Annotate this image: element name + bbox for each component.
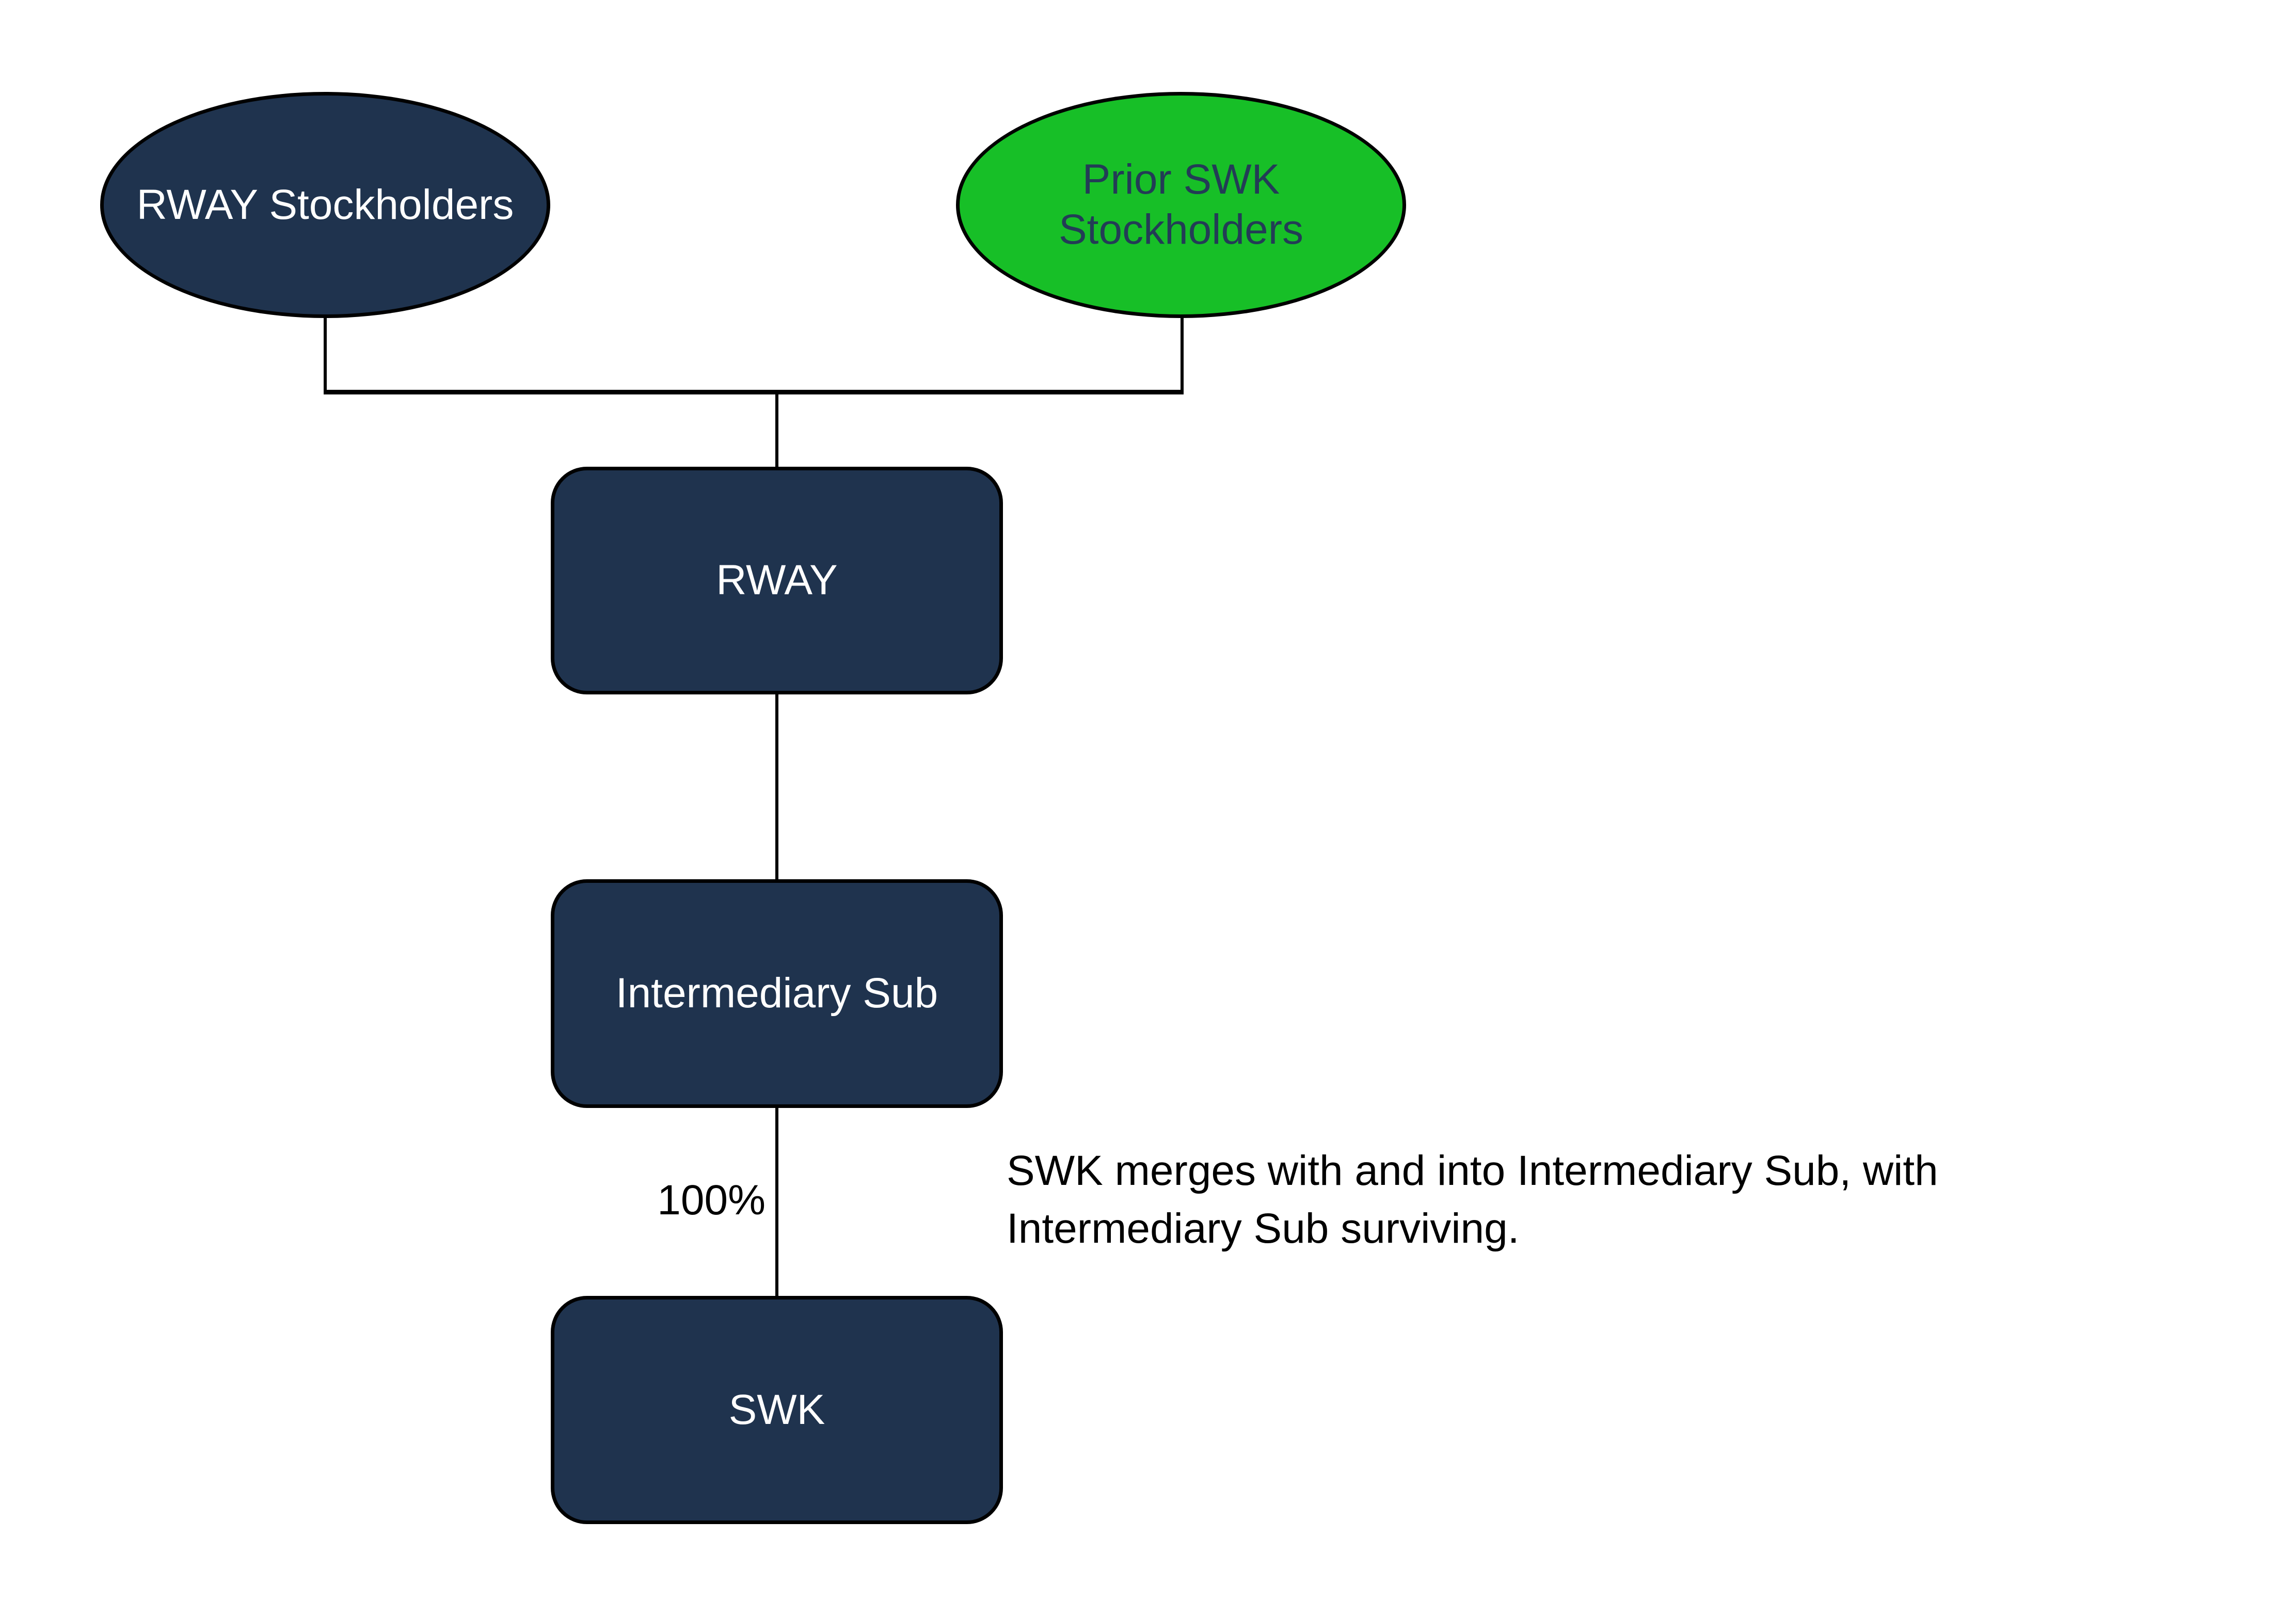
node-intermediary-sub-label: Intermediary Sub <box>615 970 938 1017</box>
node-prior-swk-stockholders-label: Prior SWK Stockholders <box>1058 156 1304 253</box>
connector-join-to-rway <box>775 392 778 469</box>
node-rway-label: RWAY <box>716 557 838 604</box>
merger-annotation-text: SWK merges with and into Intermediary Su… <box>1007 1147 1938 1252</box>
connector-prior-swk-stockholders-down <box>1181 316 1184 392</box>
node-swk-label: SWK <box>728 1386 825 1433</box>
node-rway-stockholders: RWAY Stockholders <box>100 92 550 318</box>
node-rway: RWAY <box>551 467 1003 694</box>
node-swk: SWK <box>551 1296 1003 1524</box>
connector-intermediary-to-swk <box>775 1107 778 1298</box>
connector-rway-stockholders-down <box>324 316 327 392</box>
node-rway-stockholders-label: RWAY Stockholders <box>136 181 514 228</box>
connector-horizontal-join <box>324 390 1184 394</box>
ownership-percentage-label: 100% <box>657 1177 766 1224</box>
node-prior-swk-stockholders: Prior SWK Stockholders <box>956 92 1406 318</box>
node-intermediary-sub: Intermediary Sub <box>551 879 1003 1108</box>
connector-rway-to-intermediary <box>775 693 778 881</box>
